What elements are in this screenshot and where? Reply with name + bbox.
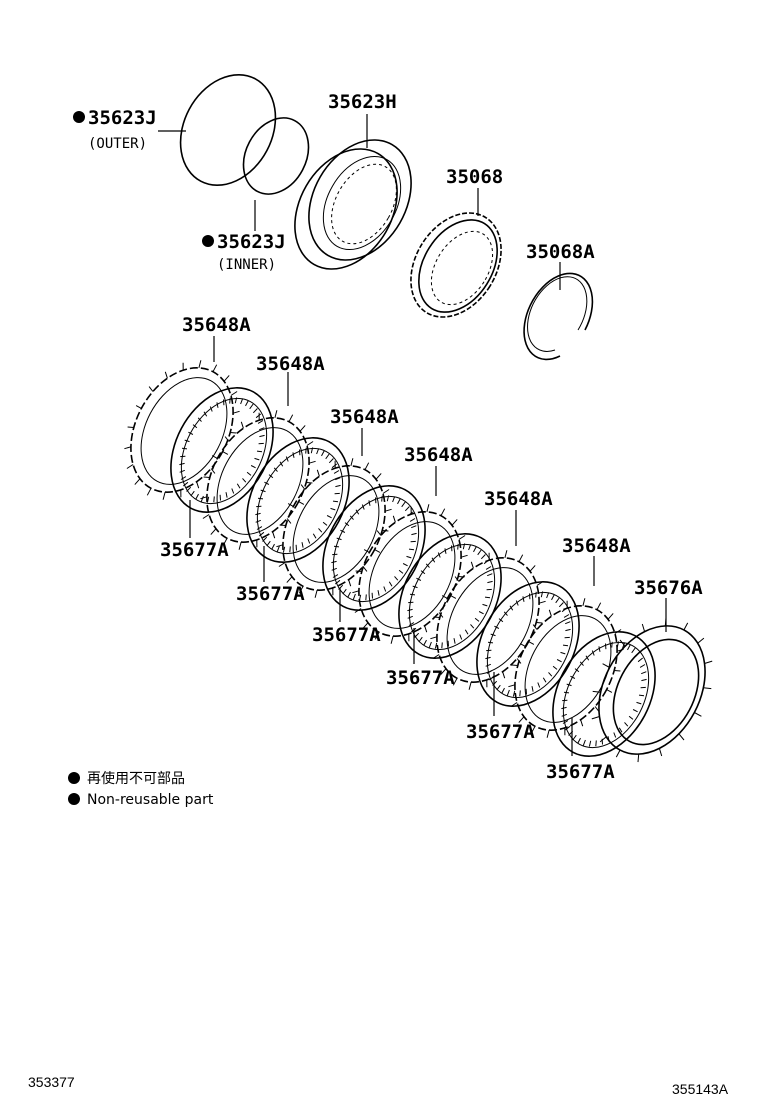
steel-plate-lugs xyxy=(430,550,546,690)
label-steel-plate: 35648A xyxy=(256,353,325,375)
friction-disc-teeth xyxy=(561,641,647,747)
label-retainer-outer-note: (OUTER) xyxy=(88,136,147,152)
friction-disc xyxy=(246,437,350,563)
one-way-clutch xyxy=(410,212,502,318)
steel-plate xyxy=(276,458,392,598)
label-friction-disc: 35677A xyxy=(236,583,305,605)
steel-plate xyxy=(352,504,468,644)
label-steel-plate: 35648A xyxy=(404,444,473,466)
label-retainer-inner: 35623J xyxy=(217,231,286,253)
steel-plate xyxy=(200,410,316,550)
leader-lines xyxy=(158,114,667,756)
label-retainer-outer: 35623J xyxy=(88,107,157,129)
friction-disc-teeth xyxy=(331,495,417,601)
label-steel-plate: 35648A xyxy=(562,535,631,557)
friction-disc xyxy=(322,485,426,611)
snap-ring xyxy=(523,272,594,361)
steel-plate xyxy=(124,360,240,500)
label-friction-disc: 35677A xyxy=(546,761,615,783)
friction-disc xyxy=(170,387,274,513)
steel-plate-lugs xyxy=(352,504,468,644)
steel-plate-lugs xyxy=(124,360,240,500)
label-one-way-clutch: 35068 xyxy=(446,166,503,188)
label-steel-plate: 35648A xyxy=(484,488,553,510)
legend-marker-icon xyxy=(68,793,80,805)
pressure-plate xyxy=(591,617,713,763)
friction-disc xyxy=(476,581,580,707)
label-friction-disc: 35677A xyxy=(386,667,455,689)
label-friction-disc: 35677A xyxy=(160,539,229,561)
label-friction-disc: 35677A xyxy=(312,624,381,646)
non-reusable-marker-icon xyxy=(202,235,214,247)
label-snap-ring: 35068A xyxy=(526,241,595,263)
non-reusable-marker-icon xyxy=(73,111,85,123)
footer-right-code: 355143A xyxy=(672,1081,729,1097)
footer-left-code: 353377 xyxy=(28,1074,75,1090)
legend-marker-icon xyxy=(68,772,80,784)
one-way-clutch-outer-race xyxy=(294,139,412,270)
legend-non-reusable-en: Non-reusable part xyxy=(87,792,214,808)
steel-plate-lugs xyxy=(200,410,316,550)
label-steel-plate: 35648A xyxy=(182,314,251,336)
friction-disc-teeth xyxy=(179,397,265,503)
friction-disc xyxy=(552,631,656,757)
label-retainer-inner-note: (INNER) xyxy=(217,257,276,273)
legend-non-reusable-jp: 再使用不可部品 xyxy=(87,770,185,787)
friction-disc-teeth xyxy=(485,591,571,697)
label-friction-disc: 35677A xyxy=(466,721,535,743)
outer-o-ring xyxy=(179,73,277,187)
label-steel-plate: 35648A xyxy=(330,406,399,428)
pressure-plate-lugs xyxy=(591,617,713,763)
inner-o-ring xyxy=(242,117,310,195)
label-pressure-plate: 35676A xyxy=(634,577,703,599)
steel-plate-lugs xyxy=(276,458,392,598)
clutch-pack xyxy=(124,360,713,763)
label-one-way-clutch-outer: 35623H xyxy=(328,91,397,113)
friction-disc-teeth xyxy=(255,447,341,553)
